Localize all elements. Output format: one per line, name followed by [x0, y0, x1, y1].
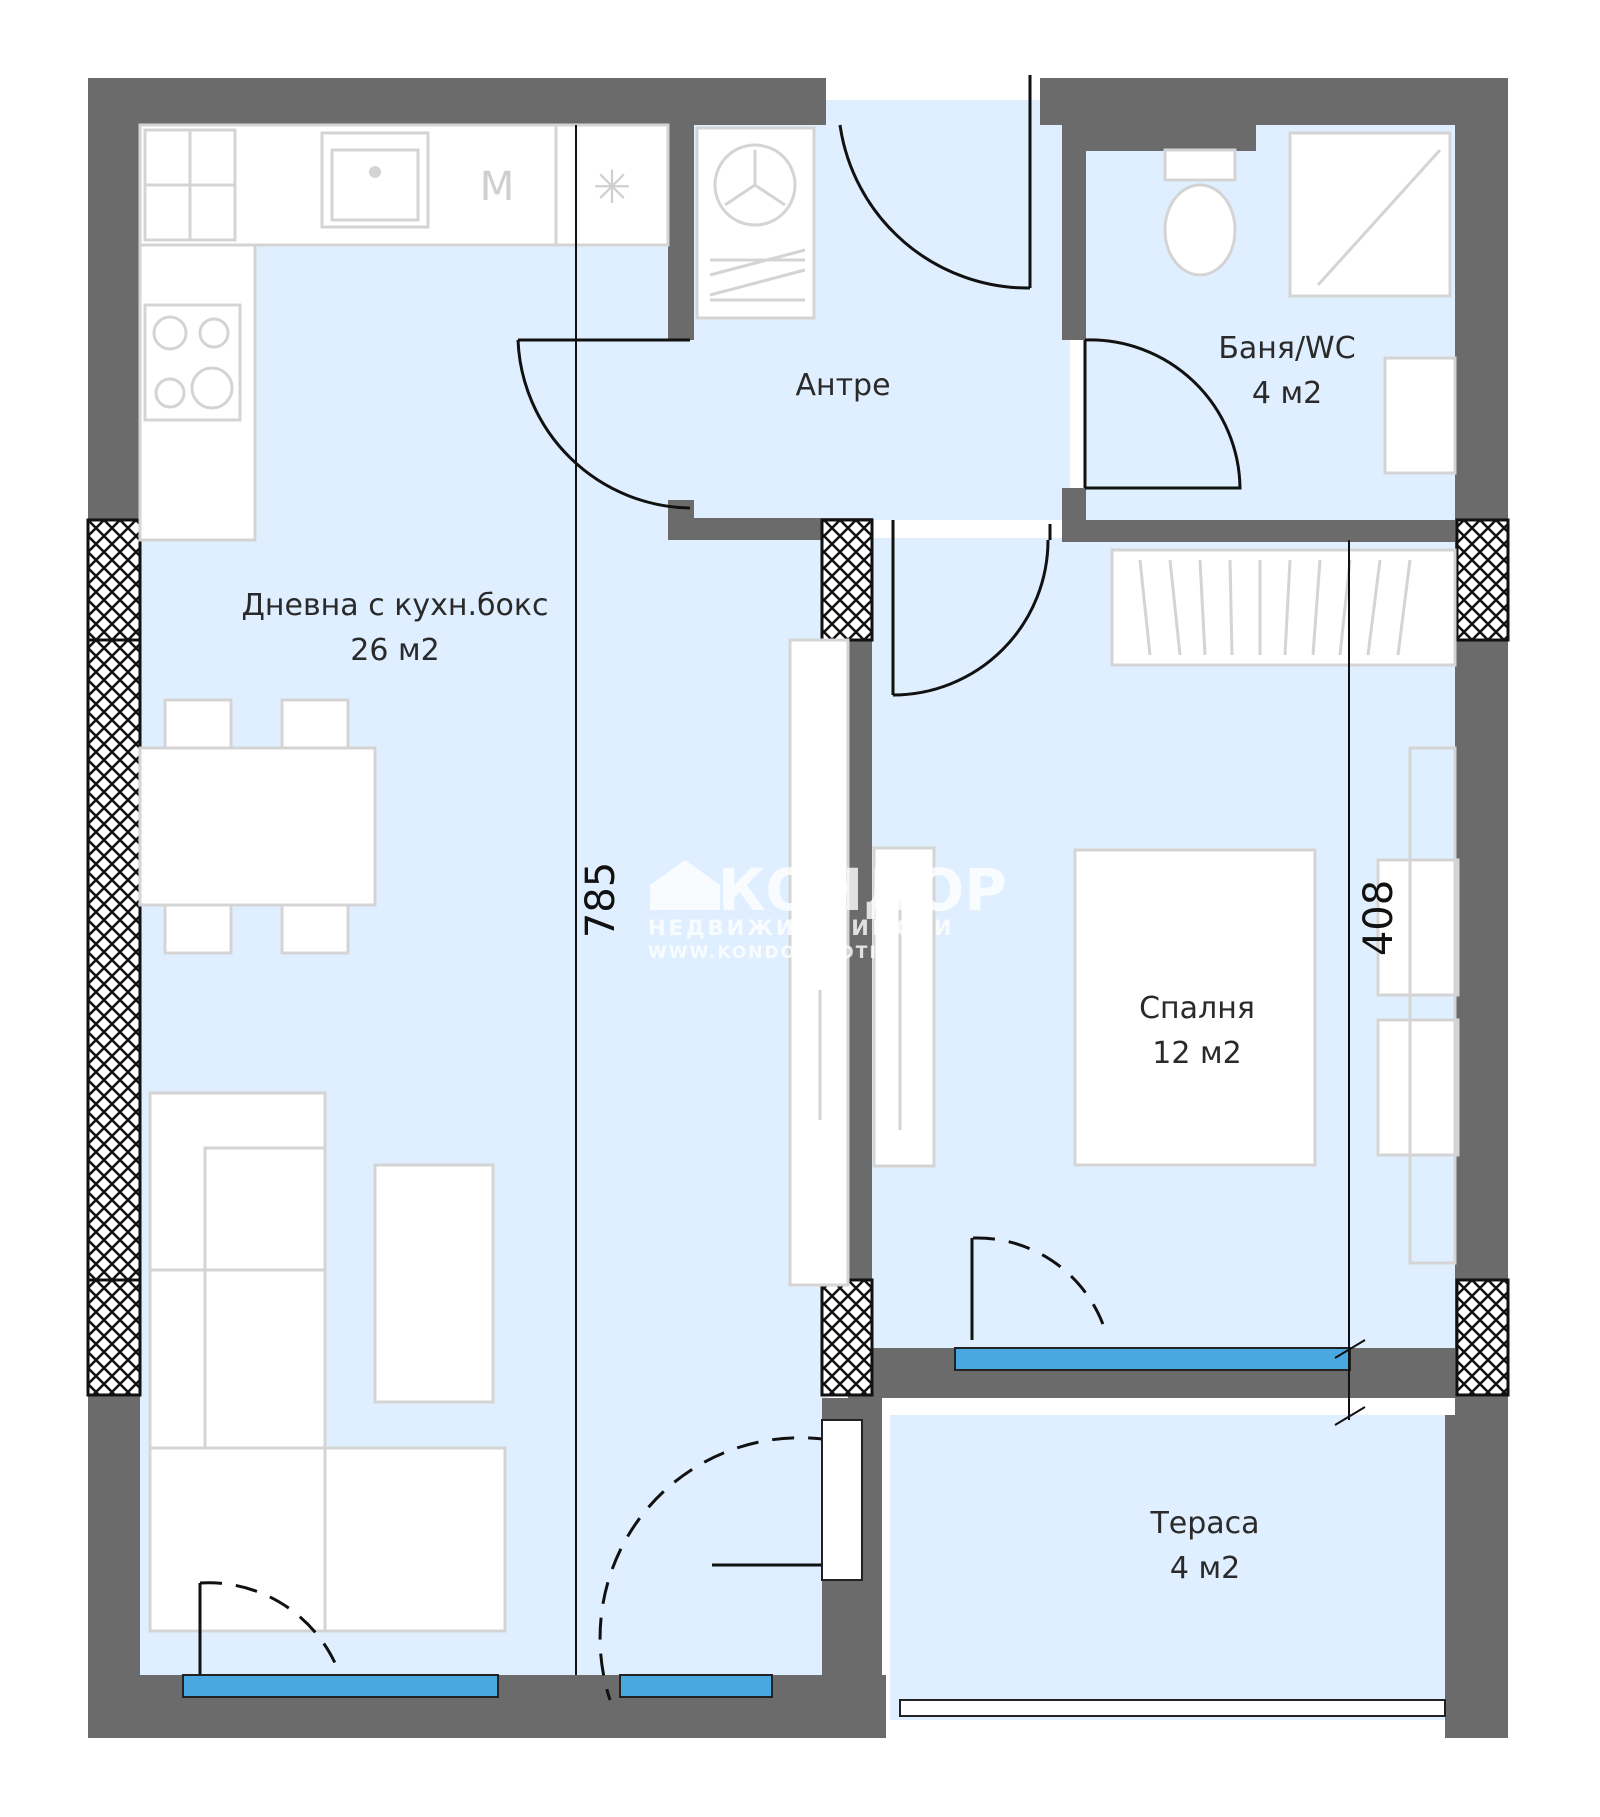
wall-hall-left: [668, 125, 694, 340]
sofa-cushions: [150, 1268, 327, 1631]
terrace-side-window: [821, 1419, 863, 1581]
burner-icon: [152, 315, 188, 351]
lounge: [148, 1091, 507, 1633]
watermark-subtitle: НЕДВИЖИМИ ИМОТИ: [648, 916, 955, 940]
bedroom-furniture: [788, 548, 1460, 1287]
fridge-snowflake-icon: ✳: [593, 160, 632, 214]
dimension-ticks: [1334, 1339, 1366, 1426]
living-room-area: 26 м2: [350, 633, 439, 668]
wardrobe-hangers: [1138, 559, 1412, 656]
bedroom-name: Спалня: [1139, 991, 1255, 1026]
burner-icon: [198, 317, 230, 349]
shower: [1288, 131, 1452, 298]
chair: [163, 903, 233, 955]
terrace-floor: [890, 1415, 1445, 1720]
bedroom-door-swing: [892, 539, 1050, 697]
coffee-table: [373, 1163, 495, 1404]
wall-top-right: [1040, 78, 1508, 125]
chair: [280, 903, 350, 955]
wall-bath-bottom: [1062, 520, 1455, 542]
washer-base-lines: [709, 248, 806, 302]
faucet-icon: [369, 166, 381, 178]
cabinet-grid-lines: [145, 130, 235, 240]
terrace-railing: [899, 1699, 1446, 1717]
watermark-logo-icon: [650, 860, 720, 910]
sofa-chaise: [323, 1446, 507, 1633]
column-left-upper: [86, 518, 142, 642]
living-window-right: [619, 1674, 773, 1698]
tv-unit-lines: [818, 900, 902, 1130]
bath-door-swing: [1084, 338, 1242, 490]
living-balcony-door-swing: [199, 1581, 342, 1676]
kitchen: M ✳: [138, 123, 816, 542]
toilet-tank: [1163, 148, 1237, 182]
toilet-icon: [1163, 183, 1237, 277]
burner-icon: [190, 366, 234, 410]
hall-name: Антре: [795, 368, 890, 403]
wall-unit: [1408, 746, 1457, 1265]
watermark-url: WWW.KONDORIMOTI.COM: [648, 943, 936, 963]
columns: [86, 518, 1510, 1397]
desk: [872, 846, 936, 1168]
microwave-label: M: [480, 164, 515, 210]
bathroom-fixtures: [1163, 131, 1457, 475]
column-right-lower: [1455, 1278, 1510, 1397]
wall-bath-top-inner: [1086, 125, 1256, 151]
tv-unit: [788, 638, 850, 1287]
dimension-lines: 785 408: [575, 125, 1402, 1675]
sink-basin: [330, 148, 420, 222]
wall-bottom-terrace: [1445, 1415, 1508, 1738]
bedroom-balcony-door-swing: [972, 1236, 1107, 1331]
column-center-lower: [820, 1278, 874, 1397]
column-center-upper: [820, 518, 874, 642]
burner-icon: [154, 377, 186, 409]
watermark: КОНДОР НЕДВИЖИМИ ИМОТИ WWW.KONDORIMOTI.C…: [648, 856, 1007, 963]
bedroom-window: [954, 1347, 1351, 1371]
terrace-name: Тераса: [1149, 1506, 1259, 1541]
bedroom-area: 12 м2: [1152, 1036, 1241, 1071]
doors: [198, 75, 1242, 1701]
wall-top-left: [88, 78, 826, 125]
bath-area: 4 м2: [1252, 376, 1322, 411]
chair: [163, 698, 233, 750]
sink: [320, 131, 430, 229]
entrance-door-swing: [838, 124, 1031, 290]
shower-tray-line: [1316, 148, 1442, 287]
windows: [182, 1347, 1446, 1717]
living-dimension: 785: [578, 862, 624, 938]
room-labels: Дневна с кухн.бокс 26 м2 Антре Баня/WC 4…: [241, 331, 1355, 1586]
washer-drum-icon: [713, 143, 797, 227]
bath-name: Баня/WC: [1218, 331, 1355, 366]
watermark-brand: КОНДОР: [718, 856, 1007, 924]
bed: [1073, 848, 1317, 1167]
kitchen-door-swing: [516, 339, 691, 510]
walls: [88, 78, 1508, 1738]
column-right-upper: [1455, 518, 1510, 642]
washer-blades: [724, 150, 786, 207]
living-room-name: Дневна с кухн.бокс: [241, 588, 548, 623]
nightstand: [1376, 1018, 1460, 1157]
column-left-lower: [86, 1278, 142, 1397]
bedroom-dimension: 408: [1356, 880, 1402, 956]
nightstand: [1376, 858, 1460, 997]
dining-set: [138, 698, 377, 955]
bath-sink: [1383, 356, 1457, 475]
dining-table: [138, 746, 377, 907]
chair: [280, 698, 350, 750]
terrace-area: 4 м2: [1170, 1551, 1240, 1586]
wall-bath-left: [1062, 125, 1086, 340]
living-window-left: [182, 1674, 499, 1698]
column-left-mid: [86, 638, 142, 1282]
sofa: [148, 1091, 327, 1633]
